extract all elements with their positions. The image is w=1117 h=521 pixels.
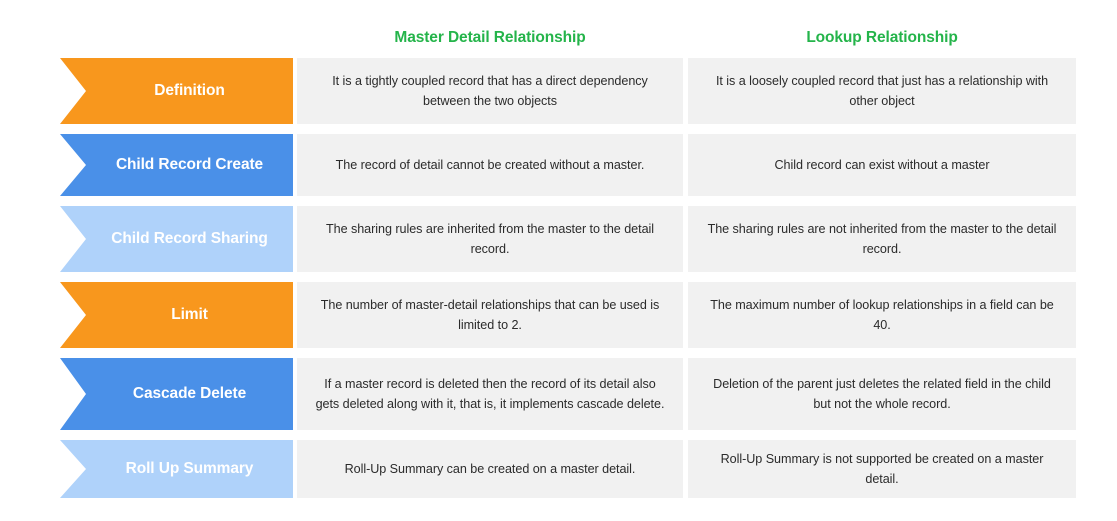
cell-lookup-text: Roll-Up Summary is not supported be crea… [720,451,1044,486]
row-label-text: Roll Up Summary [125,460,254,477]
cell-lookup-text: It is a loosely coupled record that just… [715,73,1049,108]
table-row: Child Record Sharing The sharing rules ar… [0,206,1117,272]
table-row: Definition It is a tightly coupled record… [0,58,1117,124]
table-row: Cascade Delete If a master record is dele… [0,358,1117,430]
cell-master-detail-text: Roll-Up Summary can be created on a mast… [344,461,636,476]
cell-master-detail: The record of detail cannot be created w… [297,134,683,196]
cell-master-detail: The sharing rules are inherited from the… [297,206,683,272]
row-label-banner: Cascade Delete [60,358,293,430]
table-row: Child Record Create The record of detail … [0,134,1117,196]
cell-master-detail: It is a tightly coupled record that has … [297,58,683,124]
row-label-text: Definition [154,82,225,99]
row-label-banner: Child Record Create [60,134,293,196]
row-label-banner: Limit [60,282,293,348]
cell-master-detail-text: The sharing rules are inherited from the… [325,221,655,256]
row-label-text: Limit [171,306,208,323]
cell-lookup: It is a loosely coupled record that just… [688,58,1076,124]
cell-master-detail-text: The record of detail cannot be created w… [335,157,645,172]
cell-lookup-text: The maximum number of lookup relationshi… [710,297,1054,332]
cell-lookup-text: Deletion of the parent just deletes the … [713,376,1051,411]
row-label-banner: Roll Up Summary [60,440,293,498]
cell-master-detail-text: The number of master-detail relationship… [320,297,660,332]
table-header-row: Master Detail Relationship Lookup Relati… [0,24,1117,52]
table-row: Roll Up Summary Roll-Up Summary can be cr… [0,440,1117,498]
row-label-text: Child Record Sharing [111,230,268,247]
cell-lookup: Deletion of the parent just deletes the … [688,358,1076,430]
cell-lookup: The maximum number of lookup relationshi… [688,282,1076,348]
cell-master-detail: The number of master-detail relationship… [297,282,683,348]
cell-master-detail-text: It is a tightly coupled record that has … [332,73,648,108]
column-header-lookup: Lookup Relationship [806,29,958,46]
row-label-text: Child Record Create [115,156,264,173]
row-label-banner: Child Record Sharing [60,206,293,272]
cell-lookup-text: The sharing rules are not inherited from… [707,221,1057,256]
cell-lookup: Roll-Up Summary is not supported be crea… [688,440,1076,498]
table-body: Definition It is a tightly coupled record… [0,58,1117,508]
cell-master-detail: If a master record is deleted then the r… [297,358,683,430]
row-label-banner: Definition [60,58,293,124]
cell-lookup: The sharing rules are not inherited from… [688,206,1076,272]
row-label-text: Cascade Delete [132,385,247,402]
cell-master-detail-text: If a master record is deleted then the r… [315,376,665,411]
table-row: Limit The number of master-detail relatio… [0,282,1117,348]
column-header-master-detail: Master Detail Relationship [394,29,586,46]
cell-lookup-text: Child record can exist without a master [774,157,990,172]
cell-master-detail: Roll-Up Summary can be created on a mast… [297,440,683,498]
cell-lookup: Child record can exist without a master [688,134,1076,196]
